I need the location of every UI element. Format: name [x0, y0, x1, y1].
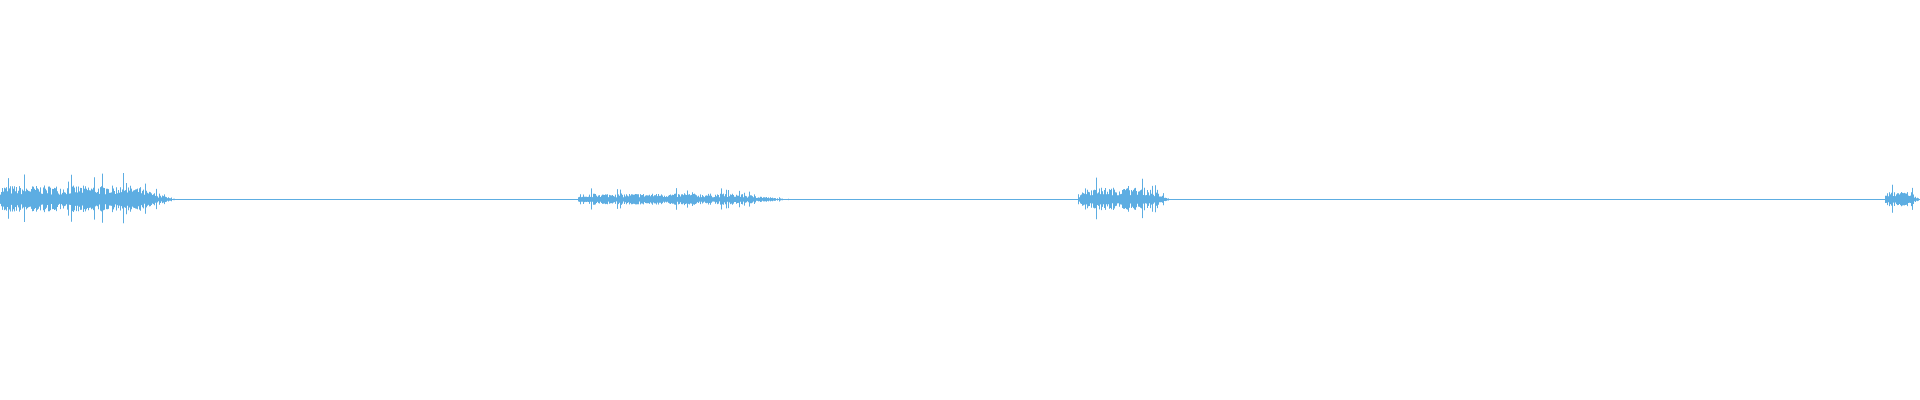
waveform-amplitude: [0, 173, 1919, 224]
